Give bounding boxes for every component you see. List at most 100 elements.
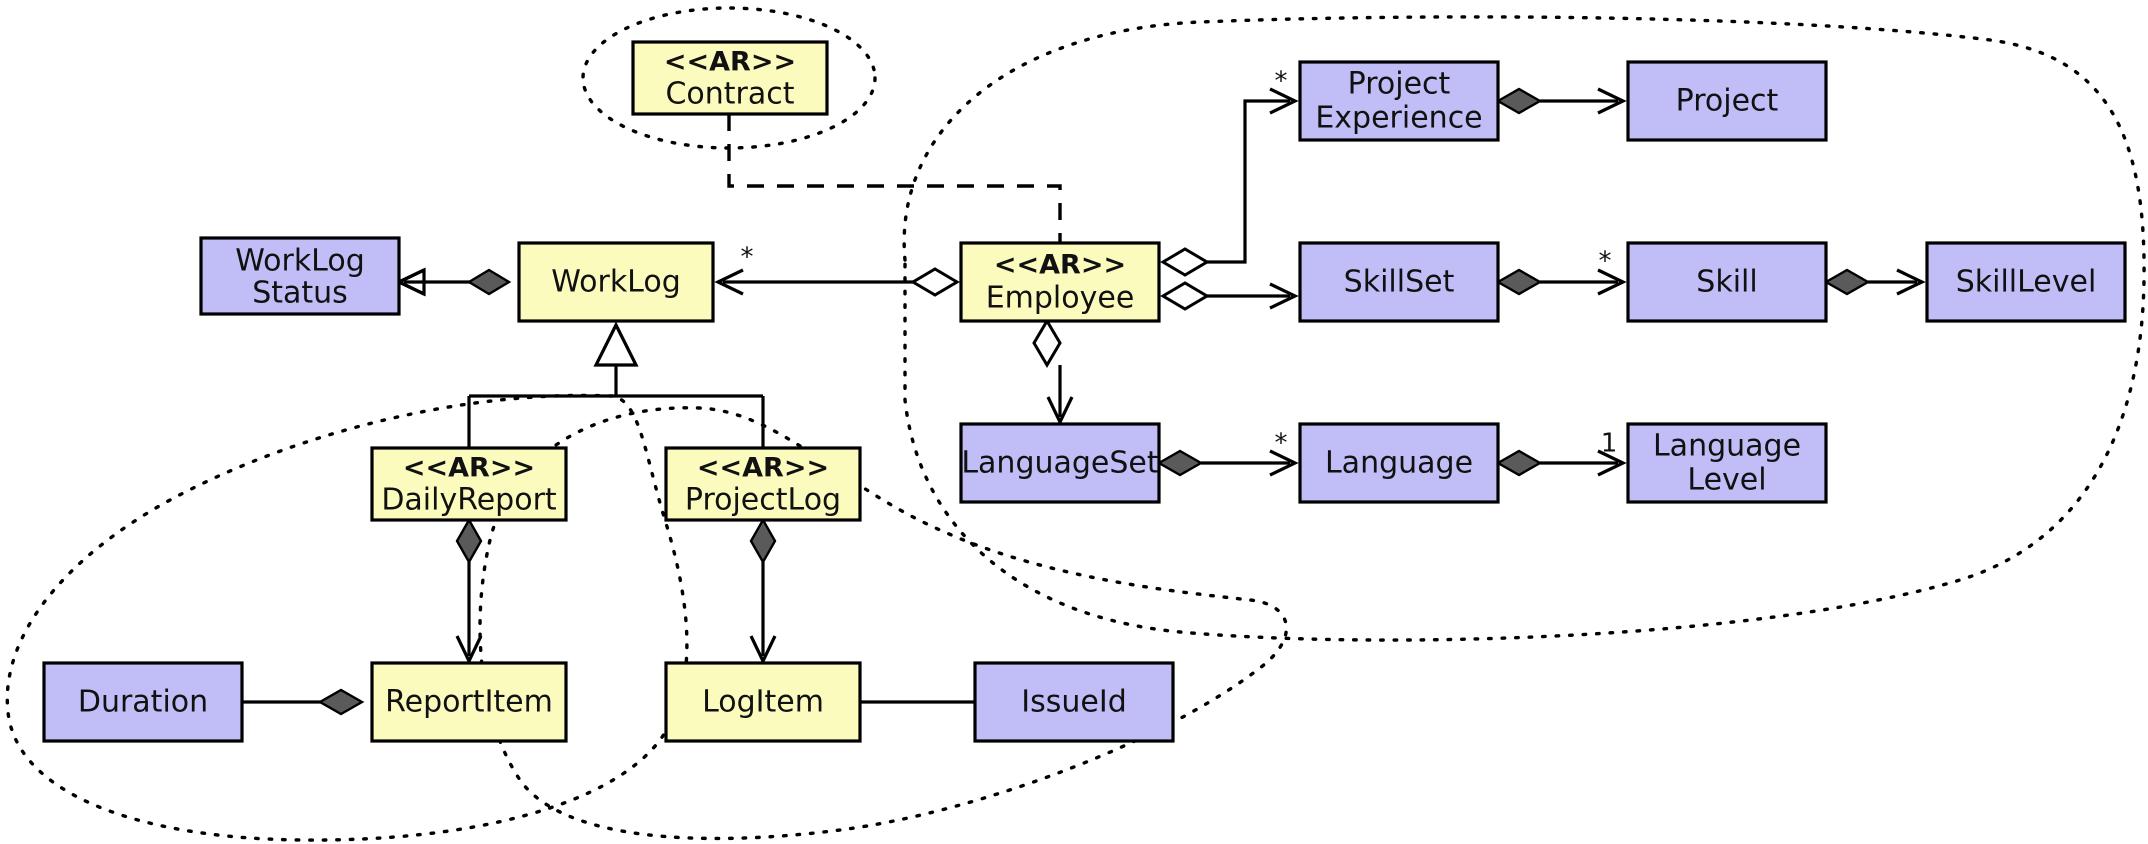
edge-generalization-spine [467, 365, 765, 448]
multiplicity-worklog: * [741, 243, 754, 273]
class-name-skillset: SkillSet [1344, 265, 1455, 300]
stereotype-employee: <<AR>> [994, 250, 1126, 281]
aggregation-diamond-employee-languageset [1032, 318, 1062, 368]
composition-diamond-skill-skilllevel [1823, 268, 1871, 296]
class-name-worklogstatus-line2: Status [252, 276, 348, 311]
projectlog-boundary [478, 406, 1288, 841]
class-node-projectlog[interactable]: <<AR>> ProjectLog [664, 446, 862, 522]
class-node-project[interactable]: Project [1626, 60, 1828, 142]
class-box-duration[interactable] [42, 661, 244, 743]
employee-boundary [902, 15, 2146, 642]
class-name-languagelevel-line2: Level [1687, 463, 1766, 498]
multiplicity-skill: * [1599, 247, 1612, 277]
class-node-skill[interactable]: Skill [1626, 241, 1828, 323]
class-name-projectexp-line2: Experience [1315, 101, 1482, 136]
class-node-reportitem[interactable]: ReportItem [370, 661, 568, 743]
class-node-languageset[interactable]: LanguageSet [959, 422, 1161, 504]
multiplicity-language: * [1275, 429, 1288, 459]
composition-diamond-languageset-language [1156, 449, 1204, 477]
composition-diamond-dailyreport-reportitem [455, 517, 483, 565]
class-box-projectlog[interactable] [664, 446, 862, 522]
multiplicity-projectexp: * [1275, 67, 1288, 97]
class-name-project: Project [1676, 84, 1779, 119]
arrow-skillset [1269, 282, 1299, 310]
class-box-skilllevel[interactable] [1925, 241, 2127, 323]
relationship-edges [242, 87, 1926, 716]
composition-diamond-worklog-status [466, 268, 512, 296]
edge-employee-projectexp [1207, 99, 1290, 264]
class-name-issueid: IssueId [1021, 685, 1126, 720]
class-box-reportitem[interactable] [370, 661, 568, 743]
aggregation-diamond-employee-worklog [910, 267, 960, 297]
stereotype-dailyreport: <<AR>> [403, 453, 535, 484]
class-name-projectlog: ProjectLog [685, 483, 841, 518]
multiplicity-langlevel: 1 [1601, 429, 1618, 459]
class-boxes: <<AR>> Contract WorkLog Status WorkLog <… [42, 40, 2127, 743]
class-name-languageset: LanguageSet [961, 446, 1159, 481]
class-name-worklog: WorkLog [551, 265, 681, 300]
class-box-project[interactable] [1626, 60, 1828, 142]
class-box-skillset[interactable] [1298, 241, 1500, 323]
aggregation-diamond-employee-skillset [1160, 281, 1210, 311]
class-box-logitem[interactable] [664, 661, 862, 743]
stereotype-projectlog: <<AR>> [697, 453, 829, 484]
class-node-languagelevel[interactable]: Language Level [1626, 422, 1828, 504]
class-name-reportitem: ReportItem [385, 685, 553, 720]
class-node-employee[interactable]: <<AR>> Employee [959, 241, 1161, 323]
class-node-duration[interactable]: Duration [42, 661, 244, 743]
class-node-skilllevel[interactable]: SkillLevel [1925, 241, 2127, 323]
composition-diamond-reportitem-duration [317, 688, 365, 716]
class-box-contract[interactable] [631, 40, 829, 116]
class-name-skilllevel: SkillLevel [1956, 265, 2097, 300]
class-box-worklogstatus[interactable] [199, 236, 401, 316]
class-box-issueid[interactable] [973, 661, 1175, 743]
class-node-language[interactable]: Language [1298, 422, 1500, 504]
dailyreport-boundary [5, 393, 689, 842]
multiplicity-labels: * * * * 1 [741, 67, 1618, 459]
arrow-skilllevel [1896, 268, 1926, 296]
class-name-skill: Skill [1696, 265, 1757, 300]
class-box-languageset[interactable] [959, 422, 1161, 504]
composition-diamond-projectexp-project [1495, 87, 1543, 115]
aggregation-diamond-employee-projectexp [1160, 247, 1210, 277]
class-name-projectexp-line1: Project [1348, 67, 1451, 102]
class-node-contract[interactable]: <<AR>> Contract [631, 40, 829, 116]
arrow-skill [1597, 268, 1627, 296]
class-box-skill[interactable] [1626, 241, 1828, 323]
arrow-logitem [749, 635, 777, 665]
class-name-language: Language [1325, 446, 1473, 481]
class-box-language[interactable] [1298, 422, 1500, 504]
class-name-duration: Duration [78, 685, 208, 720]
stereotype-contract: <<AR>> [664, 47, 796, 78]
class-node-worklogstatus[interactable]: WorkLog Status [199, 236, 401, 316]
composition-diamond-skillset-skill [1495, 268, 1543, 296]
class-node-projectexp[interactable]: Project Experience [1298, 60, 1500, 142]
arrow-language [1269, 449, 1299, 477]
arrow-languageset [1046, 396, 1074, 426]
class-box-projectexp[interactable] [1298, 60, 1500, 142]
class-box-worklog[interactable] [517, 241, 715, 323]
class-node-logitem[interactable]: LogItem [664, 661, 862, 743]
class-name-logitem: LogItem [702, 685, 824, 720]
class-name-dailyreport: DailyReport [381, 483, 557, 518]
composition-diamond-language-languagelevel [1495, 449, 1543, 477]
generalization-triangle-worklog [593, 321, 639, 367]
class-name-employee: Employee [986, 281, 1135, 316]
class-node-issueid[interactable]: IssueId [973, 661, 1175, 743]
class-name-contract: Contract [665, 77, 794, 112]
class-node-worklog[interactable]: WorkLog [517, 241, 715, 323]
arrow-project [1597, 87, 1627, 115]
class-box-languagelevel[interactable] [1626, 422, 1828, 504]
edge-contract-employee [727, 114, 1062, 243]
arrow-projectexp [1269, 87, 1299, 115]
class-name-worklogstatus-line1: WorkLog [235, 244, 365, 279]
class-node-skillset[interactable]: SkillSet [1298, 241, 1500, 323]
class-box-dailyreport[interactable] [370, 446, 568, 522]
class-name-languagelevel-line1: Language [1653, 429, 1801, 464]
class-node-dailyreport[interactable]: <<AR>> DailyReport [370, 446, 568, 522]
arrow-languagelevel [1597, 449, 1627, 477]
composition-diamond-projectlog-logitem [749, 517, 777, 565]
class-box-employee[interactable] [959, 241, 1161, 323]
